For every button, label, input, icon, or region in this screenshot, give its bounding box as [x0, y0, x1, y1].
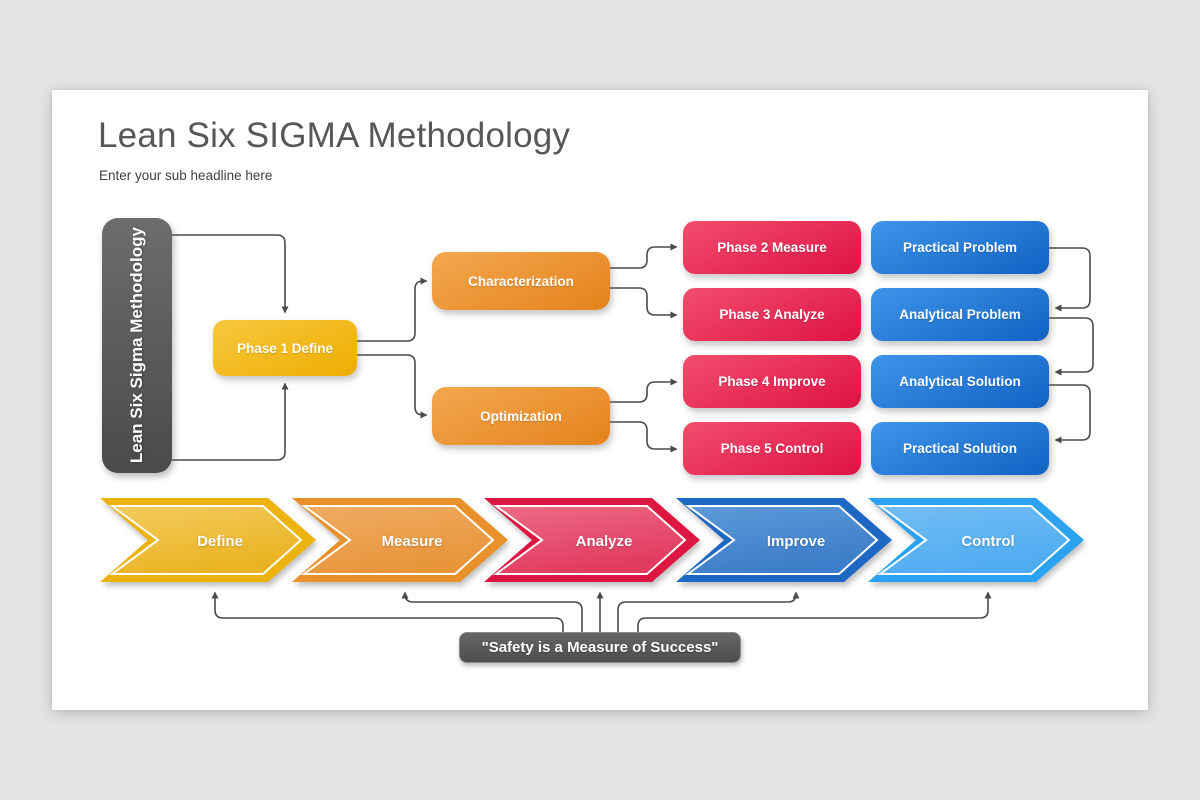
node-phase2-measure: Phase 2 Measure	[683, 221, 861, 274]
connector-practical-to-analytical-problem	[1048, 247, 1091, 312]
page-subtitle: Enter your sub headline here	[99, 168, 273, 183]
connector-quote-to-control	[637, 591, 992, 633]
node-practical-problem: Practical Problem	[871, 221, 1049, 274]
methodology-pillar-label: Lean Six Sigma Methodology	[127, 227, 146, 464]
node-analytical-problem: Analytical Problem	[871, 288, 1049, 341]
chevron-analyze	[484, 498, 700, 582]
node-phase3-analyze: Phase 3 Analyze	[683, 288, 861, 341]
slide-canvas: Lean Six SIGMA Methodology Enter your su…	[52, 90, 1148, 710]
chevron-control	[868, 498, 1084, 582]
chevron-label-analyze: Analyze	[575, 532, 633, 550]
connector-pillar-to-phase1-top	[171, 234, 289, 314]
connector-quote-to-improve	[617, 591, 800, 633]
connector-phase1-to-characterization	[356, 277, 428, 342]
chevron-measure	[292, 498, 508, 582]
chevron-improve	[676, 498, 892, 582]
chevron-label-define: Define	[197, 532, 243, 550]
connector-analytical-to-practical-solution	[1048, 384, 1091, 444]
connector-pillar-to-phase1-bottom	[171, 382, 289, 461]
node-phase4-improve: Phase 4 Improve	[683, 355, 861, 408]
connector-lines	[171, 234, 1094, 633]
connector-optimization-to-phase4	[609, 378, 678, 403]
connector-quote-to-measure	[401, 591, 583, 633]
chevron-label-measure: Measure	[381, 532, 443, 550]
chevron-label-improve: Improve	[766, 532, 826, 550]
footer-quote-box: "Safety is a Measure of Success"	[459, 632, 741, 663]
connector-characterization-to-phase2	[609, 243, 678, 269]
connector-analytical-problem-to-solution	[1048, 317, 1094, 376]
node-analytical-solution: Analytical Solution	[871, 355, 1049, 408]
page-title: Lean Six SIGMA Methodology	[98, 116, 571, 155]
node-optimization: Optimization	[432, 387, 610, 445]
methodology-pillar: Lean Six Sigma Methodology	[102, 218, 172, 473]
chevron-define	[100, 498, 316, 582]
node-practical-solution: Practical Solution	[871, 422, 1049, 475]
chevron-label-control: Control	[961, 532, 1015, 550]
connector-optimization-to-phase5	[609, 421, 678, 453]
node-phase5-control: Phase 5 Control	[683, 422, 861, 475]
node-phase1-define: Phase 1 Define	[213, 320, 357, 376]
connector-quote-to-define	[211, 591, 564, 633]
diagram-connectors-and-chevrons	[100, 234, 1094, 633]
connector-phase1-to-optimization	[356, 354, 428, 419]
process-chevron-band	[100, 498, 1084, 582]
node-characterization: Characterization	[432, 252, 610, 310]
connector-characterization-to-phase3	[609, 287, 678, 319]
